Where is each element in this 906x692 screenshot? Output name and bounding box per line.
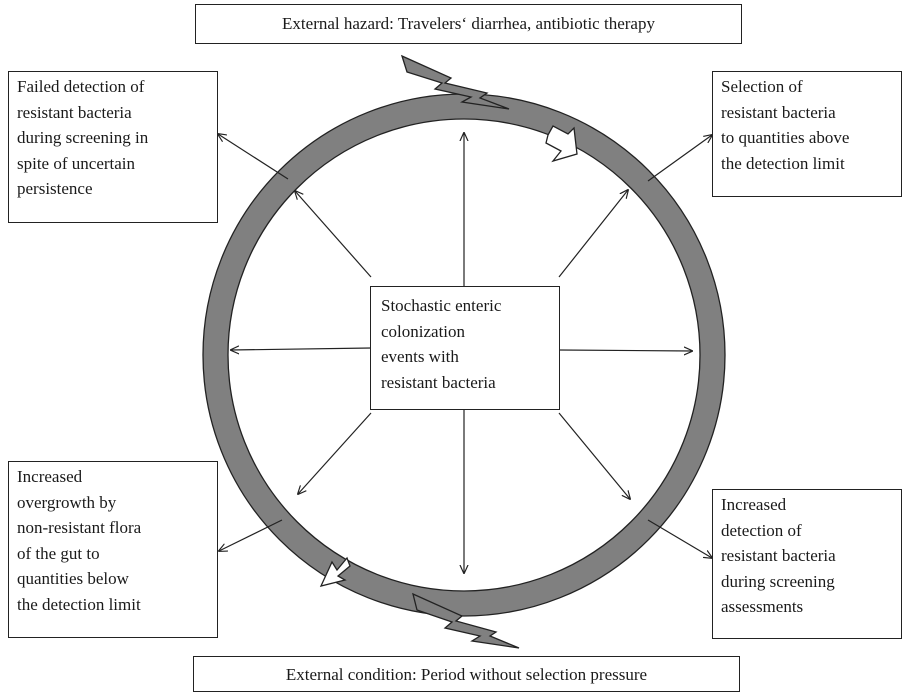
bottom-right-box: Increased detection of resistant bacteri…: [712, 489, 902, 639]
bottom-left-line: the detection limit: [17, 594, 141, 614]
top-left-line: spite of uncertain: [17, 153, 136, 173]
bottom-right-line: assessments: [721, 597, 804, 616]
bottom-right-line: Increased: [721, 495, 787, 514]
cycle-arrow-top-icon: [545, 125, 578, 163]
cycle-arrow-bottom-icon: [319, 556, 351, 587]
center-box: Stochastic enteric colonization events w…: [370, 286, 560, 410]
arrow-to-top-right-box: [647, 135, 712, 182]
center-line: resistant bacteria: [381, 372, 496, 392]
top-left-box: Failed detection of resistant bacteria d…: [8, 71, 218, 223]
lightning-top-icon: [400, 54, 510, 110]
center-line: colonization: [381, 321, 466, 341]
lightning-bottom-icon: [412, 592, 520, 649]
top-right-line: to quantities above: [721, 128, 850, 147]
bottom-right-line: resistant bacteria: [721, 546, 836, 565]
arrow-left: [231, 348, 372, 350]
top-left-line: Failed detection of: [17, 77, 145, 96]
arrow-lower-left: [298, 412, 372, 494]
bottom-left-line: of the gut to: [17, 543, 100, 563]
external-condition-box: External condition: Period without selec…: [193, 656, 740, 692]
arrow-upper-right: [558, 190, 628, 278]
top-right-line: resistant bacteria: [721, 102, 836, 122]
external-hazard-text: External hazard: Travelers‘ diarrhea, an…: [282, 14, 655, 33]
arrow-upper-left: [295, 191, 372, 278]
bottom-left-line: quantities below: [17, 569, 129, 588]
top-right-line: Selection of: [721, 77, 803, 96]
arrow-to-top-left-box: [218, 134, 289, 180]
external-hazard-box: External hazard: Travelers‘ diarrhea, an…: [195, 4, 742, 44]
bottom-right-line: during screening: [721, 571, 835, 591]
arrow-to-bottom-right-box: [647, 519, 712, 558]
bottom-left-box: Increased overgrowth by non-resistant fl…: [8, 461, 218, 638]
top-right-line: the detection limit: [721, 153, 845, 173]
bottom-left-line: non-resistant flora: [17, 518, 142, 537]
external-condition-text: External condition: Period without selec…: [285, 665, 648, 684]
arrow-lower-right: [558, 412, 630, 499]
radial-arrows: [231, 133, 692, 573]
center-line: Stochastic enteric: [381, 296, 502, 315]
arrow-to-bottom-left-box: [219, 519, 283, 551]
outer-arrows: [218, 134, 712, 558]
top-left-line: during screening in: [17, 128, 149, 147]
bottom-left-line: overgrowth by: [17, 492, 117, 512]
top-right-box: Selection of resistant bacteria to quant…: [712, 71, 902, 197]
bottom-right-line: detection of: [721, 520, 802, 540]
center-line: events with: [381, 347, 459, 366]
arrow-right: [558, 350, 692, 351]
top-left-line: persistence: [17, 179, 93, 198]
bottom-left-line: Increased: [17, 467, 83, 486]
top-left-line: resistant bacteria: [17, 102, 132, 122]
